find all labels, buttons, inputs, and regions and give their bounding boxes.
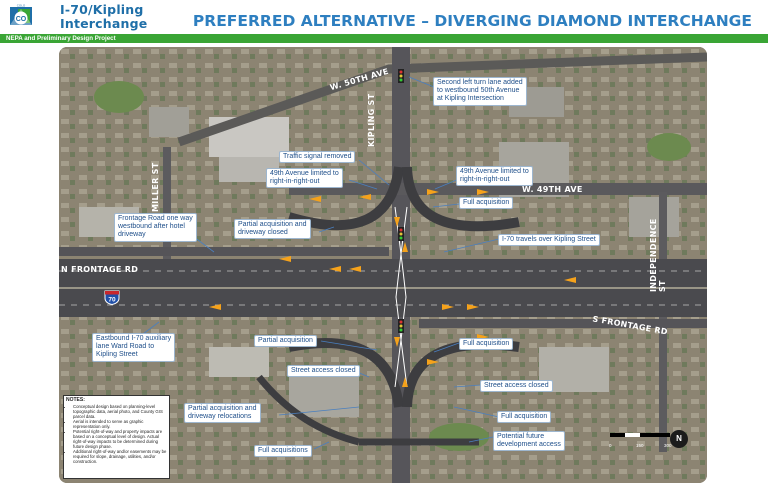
i70-shield-text: 70 xyxy=(108,297,116,304)
notes-item: Aerial is intended to serve as graphic r… xyxy=(73,419,167,429)
cdot-logo-icon: CO COLO xyxy=(10,4,32,25)
scale-label-0: 0 xyxy=(609,443,612,448)
aerial-map[interactable]: W. 50TH AVE KIPLING ST W. 49TH AVE MILLE… xyxy=(59,47,707,483)
scale-bar xyxy=(610,433,670,437)
callout-partial-relocations: Partial acquisition and driveway relocat… xyxy=(184,403,261,424)
road-label-kipling: KIPLING ST xyxy=(367,93,376,147)
callout-49th-right: 49th Avenue limited to right-in-right-ou… xyxy=(456,166,533,187)
callout-street-closed-right: Street access closed xyxy=(480,380,553,393)
road-label-n-frontage: N FRONTAGE RD xyxy=(61,265,139,274)
traffic-signal-icon xyxy=(398,319,404,333)
road-label-w49th: W. 49TH AVE xyxy=(522,185,583,194)
callout-street-closed-left: Street access closed xyxy=(287,365,360,378)
callout-signal-removed: Traffic signal removed xyxy=(279,151,356,164)
callout-full-acquisition-top: Full acquisition xyxy=(459,197,514,210)
north-label: N xyxy=(676,434,682,443)
callout-future-development: Potential future development access xyxy=(493,431,565,452)
notes-item: Conceptual design based on planning-leve… xyxy=(73,404,167,419)
callout-full-acquisition-mid: Full acquisition xyxy=(459,338,514,351)
callout-frontage-oneway: Frontage Road one way westbound after ho… xyxy=(114,213,197,242)
logo-line1: I-70/Kipling xyxy=(60,2,144,17)
road-label-independence: INDEPENDENCE ST xyxy=(649,218,667,292)
callout-partial-acquisition: Partial acquisition xyxy=(254,335,317,348)
interstate-shield-icon: 70 xyxy=(104,290,120,305)
subtitle-bar xyxy=(0,34,768,43)
page-title: PREFERRED ALTERNATIVE – DIVERGING DIAMON… xyxy=(192,12,752,30)
notes-title: NOTES: xyxy=(66,397,85,403)
road-label-miller: MILLER ST xyxy=(151,162,160,212)
logo-badge-top: COLO xyxy=(17,4,26,8)
logo-line2: Interchange xyxy=(60,16,148,31)
callout-full-acquisitions: Full acquisitions xyxy=(254,445,312,458)
callout-i70-over-kipling: I-70 travels over Kipling Street xyxy=(498,234,600,247)
notes-box: NOTES: Conceptual design based on planni… xyxy=(63,395,170,479)
north-arrow-icon: N xyxy=(670,430,688,448)
header-bar: CO COLO I-70/Kipling Interchange PREFERR… xyxy=(0,0,768,34)
callout-eastbound-aux: Eastbound I-70 auxiliary lane Ward Road … xyxy=(92,333,176,362)
notes-item: Additional right-of-way and/or easements… xyxy=(73,449,167,464)
page-subtitle: NEPA and Preliminary Design Project xyxy=(6,35,116,42)
logo-badge-text: CO xyxy=(16,16,27,23)
notes-item: Potential right-of-way and property impa… xyxy=(73,429,167,449)
callout-49th-left: 49th Avenue limited to right-in-right-ou… xyxy=(266,168,343,189)
callout-partial-driveway-closed: Partial acquisition and driveway closed xyxy=(234,219,311,240)
traffic-signal-icon xyxy=(398,69,404,83)
scale-label-300: 300 xyxy=(664,443,672,448)
callout-full-acquisition-low: Full acquisition xyxy=(497,411,552,424)
callout-second-left-turn: Second left turn lane added to westbound… xyxy=(433,77,527,106)
traffic-signal-icon xyxy=(398,227,404,241)
scale-label-150: 150 xyxy=(636,443,644,448)
